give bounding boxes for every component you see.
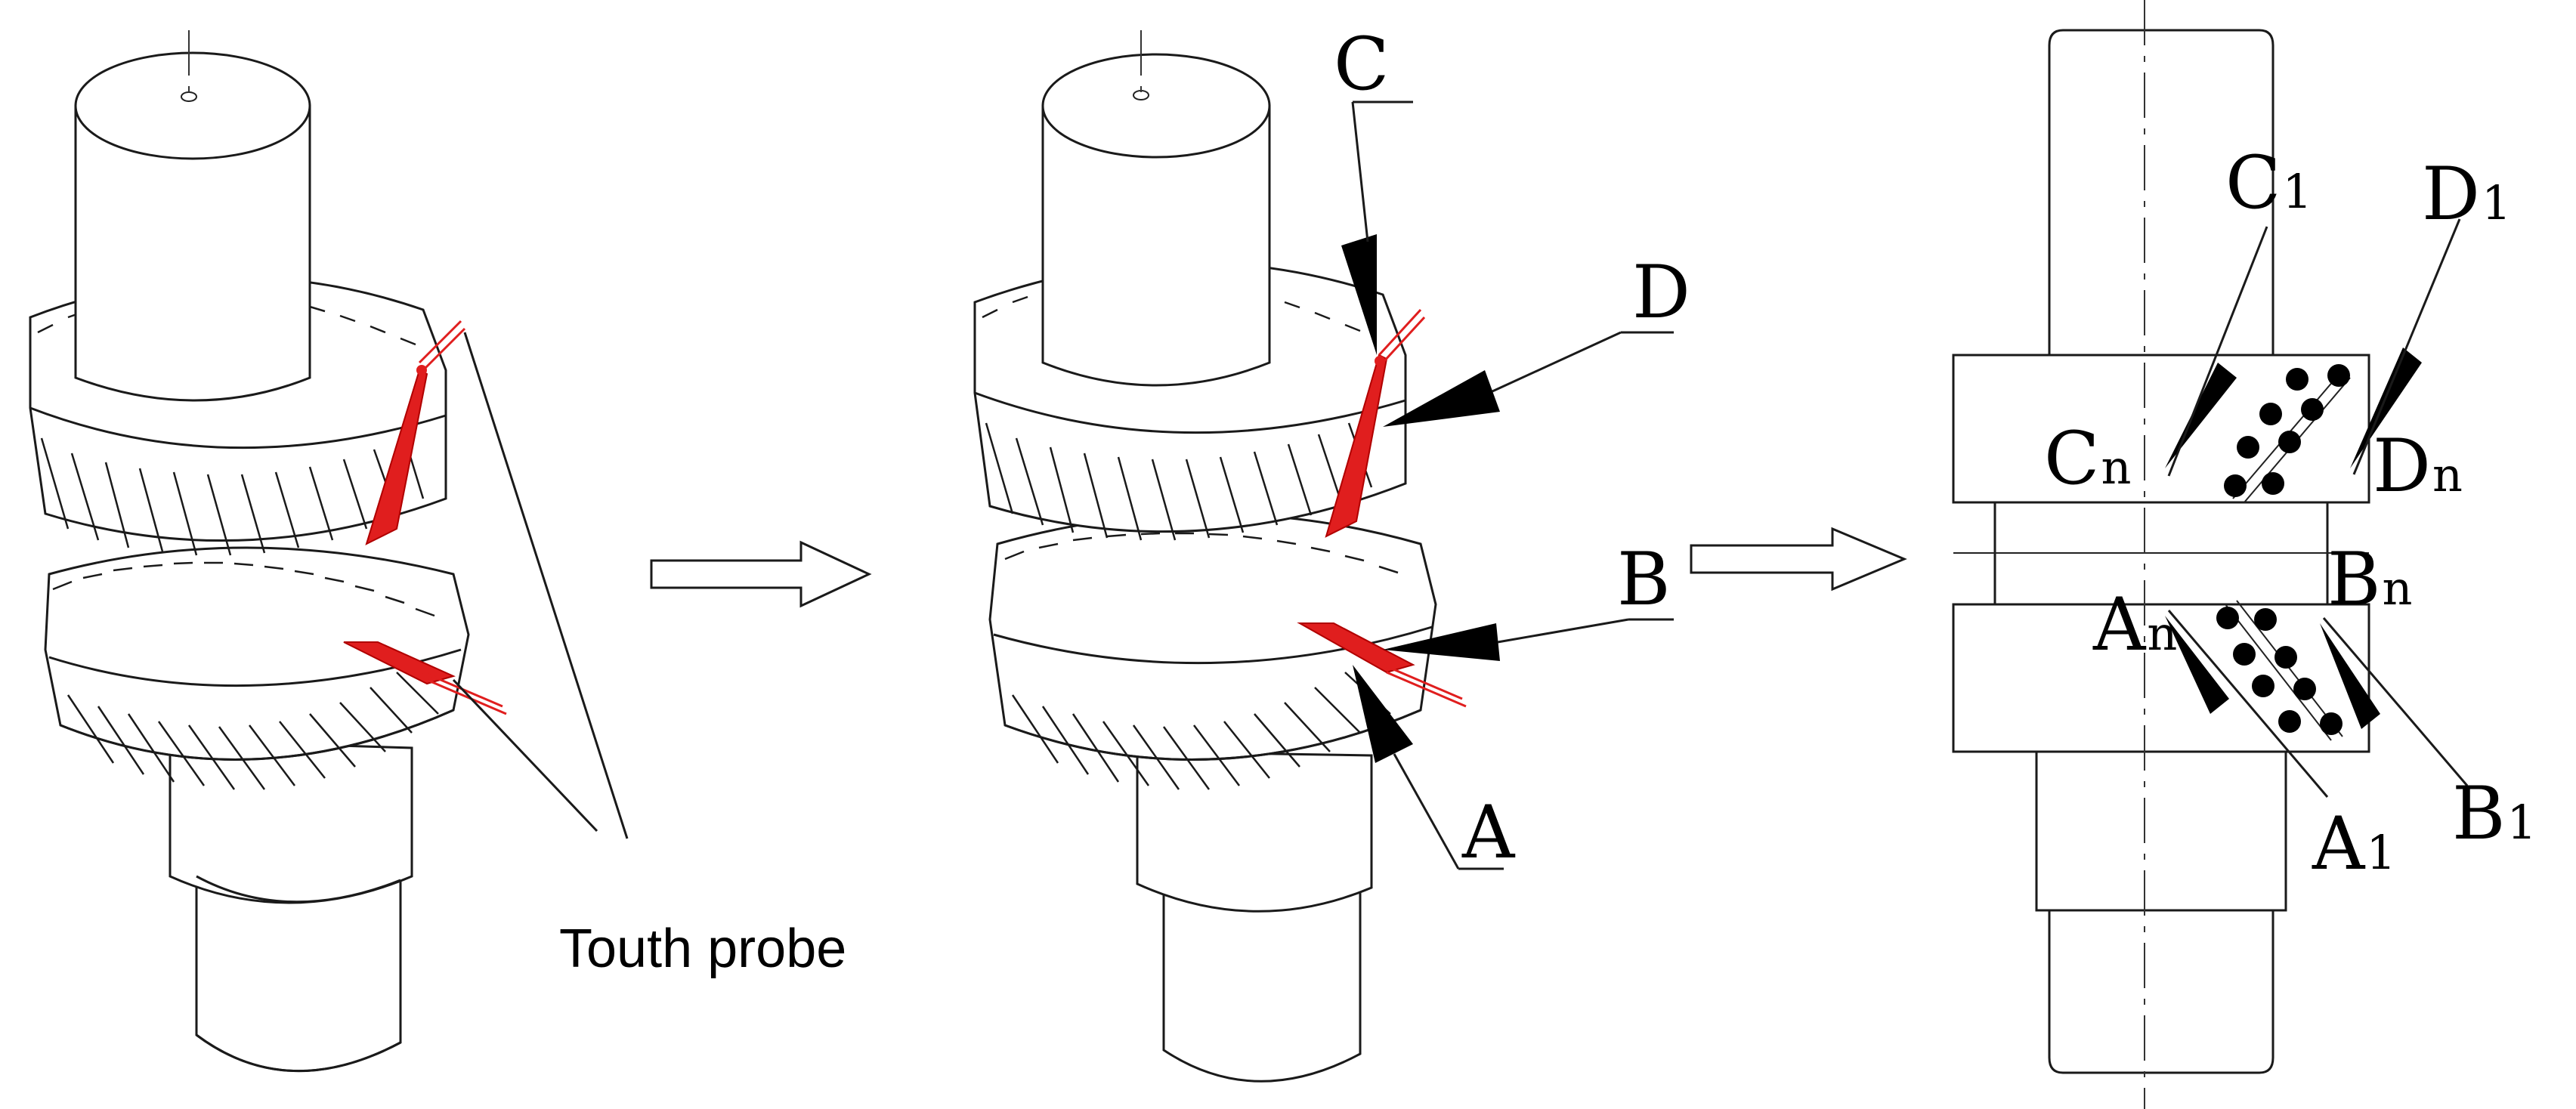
transition-arrow-1 <box>650 540 872 608</box>
transition-arrow-2 <box>1690 527 1907 592</box>
right-label-C1: C1 <box>2225 141 2312 225</box>
mid-label-C: C <box>1334 22 1389 107</box>
right-label-Dn: Dn <box>2373 424 2463 508</box>
left-mid-shaft <box>169 739 413 904</box>
right-label-A1: A1 <box>2312 802 2396 886</box>
upper-measurement-points <box>2224 364 2350 497</box>
right-label-Cn: Cn <box>2044 416 2131 501</box>
right-label-Bn: Bn <box>2327 537 2412 622</box>
right-schematic-view <box>1952 0 2469 1109</box>
mid-pointer-C <box>1341 234 1377 355</box>
right-label-B1: B1 <box>2452 771 2537 856</box>
right-pointer-An <box>2165 616 2229 714</box>
right-shaft-upper <box>2048 29 2274 357</box>
mid-label-A: A <box>1461 790 1516 875</box>
mid-pointer-B <box>1383 623 1500 661</box>
probe-label: Touth probe <box>559 919 846 979</box>
mid-pointer-D <box>1383 370 1500 427</box>
left-gear-view <box>29 30 629 1073</box>
mid-label-B: B <box>1617 537 1671 622</box>
left-shaft-top-face <box>74 51 311 160</box>
right-lower-shaft <box>2035 750 2287 912</box>
middle-gear-view <box>973 30 1674 1083</box>
mid-pointer-A <box>1353 665 1413 763</box>
left-upper-shaft <box>74 104 311 402</box>
right-lower-block <box>1952 603 2370 753</box>
right-pointer-Bn <box>2320 623 2380 729</box>
mid-lower-gear-teeth <box>993 532 1433 790</box>
mid-label-D: D <box>1632 250 1690 335</box>
right-label-An: An <box>2092 582 2177 667</box>
right-label-D1: D1 <box>2422 152 2511 236</box>
lower-measurement-points <box>2216 607 2343 735</box>
